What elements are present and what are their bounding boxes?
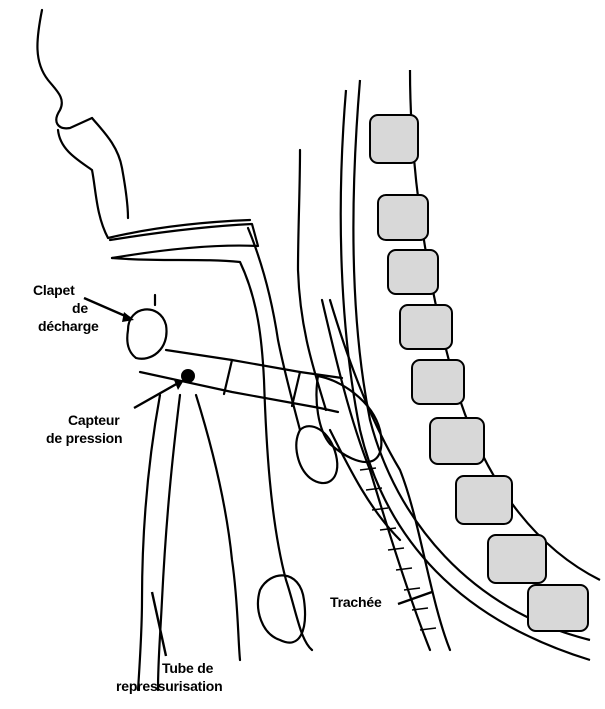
vertebra-c5 xyxy=(412,360,464,404)
tube-lower xyxy=(140,372,338,412)
pharynx-wall-3 xyxy=(298,150,326,410)
neck-line-2 xyxy=(158,395,180,690)
leader-capteur xyxy=(134,382,180,408)
vertebra-c4 xyxy=(400,305,452,349)
label-clapet-1: Clapet xyxy=(33,282,75,298)
vertebra-t2 xyxy=(528,585,588,631)
label-clapet-3: décharge xyxy=(38,318,99,334)
label-tube-2: repressurisation xyxy=(116,678,223,694)
vertebra-c3 xyxy=(388,250,438,294)
leader-clapet xyxy=(84,298,130,318)
vertebra-c6 xyxy=(430,418,484,464)
label-capteur-2: de pression xyxy=(46,430,122,446)
label-capteur-1: Capteur xyxy=(68,412,120,428)
neck-line-1 xyxy=(138,395,160,690)
label-tube-1: Tube de xyxy=(162,660,213,676)
vertebra-c7 xyxy=(456,476,512,524)
vertebra-c2 xyxy=(378,195,428,240)
lower-vertebra xyxy=(258,575,305,642)
label-clapet-2: de xyxy=(72,300,88,316)
vertebra-c1 xyxy=(370,115,418,163)
vertebra-t1 xyxy=(488,535,546,583)
clapet-body xyxy=(127,309,166,358)
label-trachee: Trachée xyxy=(330,594,382,610)
tube-cuff xyxy=(317,376,382,462)
palate-upper xyxy=(58,130,250,238)
palate-band xyxy=(110,224,258,258)
spine-far xyxy=(341,90,590,660)
face-profile xyxy=(37,10,92,128)
neck-line-3 xyxy=(196,395,240,660)
leader-trachee xyxy=(398,592,432,604)
